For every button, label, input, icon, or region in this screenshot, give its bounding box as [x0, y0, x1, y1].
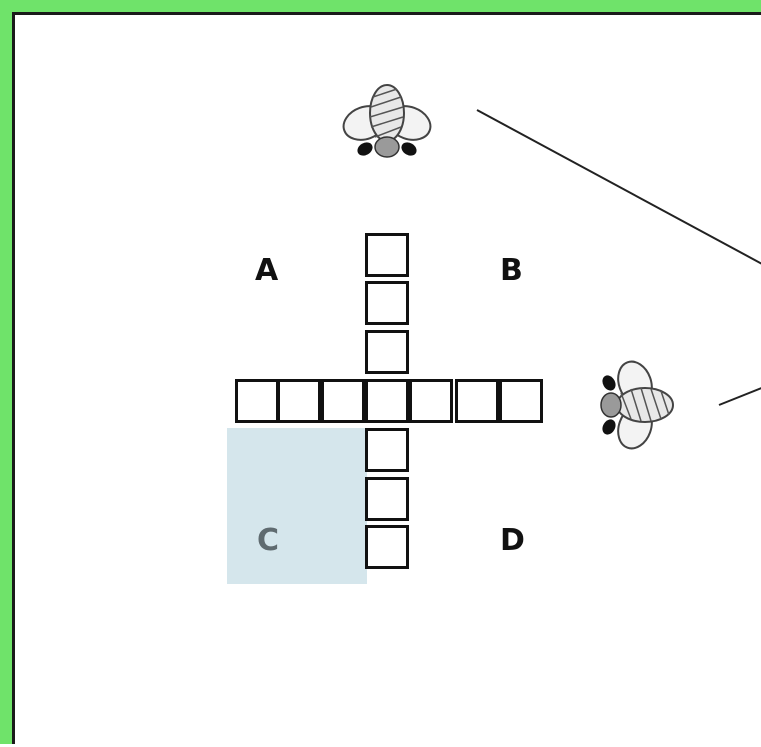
pointer-line-right: [719, 387, 761, 405]
diagram-lines: [15, 15, 761, 747]
pointer-line-top: [477, 110, 761, 265]
diagram-panel: A B C D: [12, 12, 761, 744]
bee-icon: [600, 357, 673, 453]
bee-icon: [339, 85, 435, 158]
